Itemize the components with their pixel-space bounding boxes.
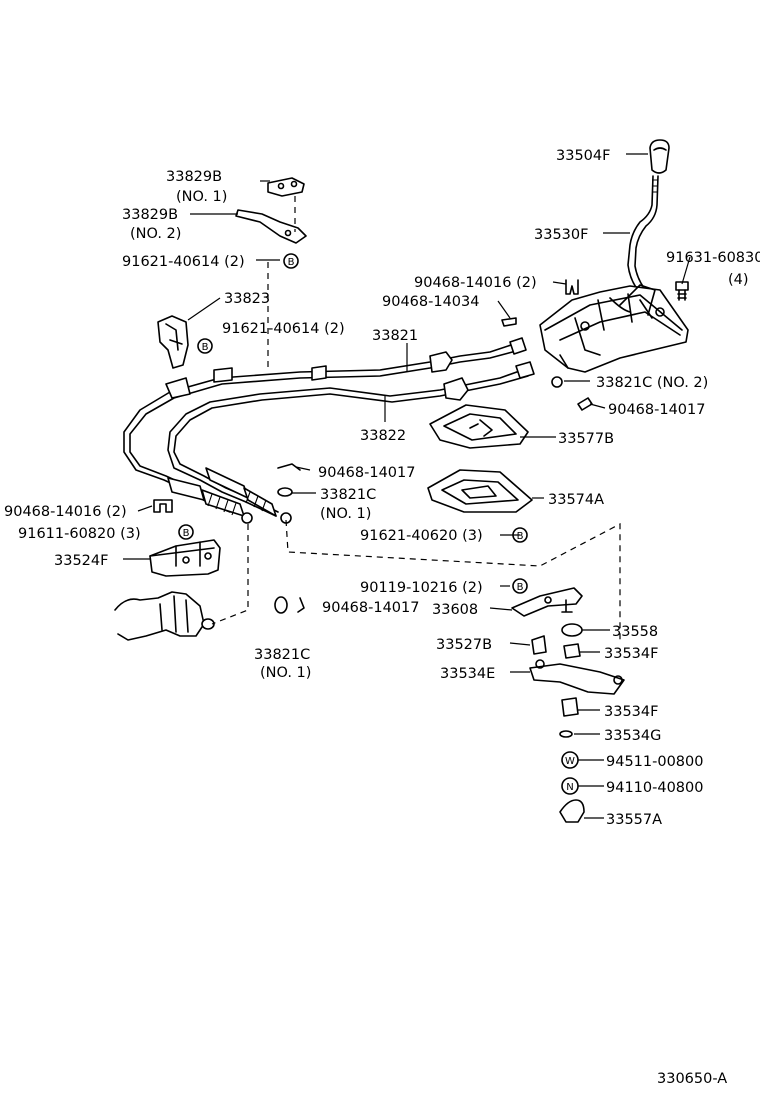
label-washer-no2: 33821C (NO. 2) [596, 375, 708, 391]
svg-text:B: B [202, 342, 209, 353]
label-clip-6: 90468-14017 [322, 600, 420, 616]
svg-text:B: B [517, 582, 524, 593]
label-bushing-2: 33558 [612, 624, 658, 640]
label-shift-knob: 33504F [556, 148, 610, 164]
lever-bolt-drawing [675, 281, 689, 301]
b-symbol-icon: B [283, 253, 299, 269]
label-cable-lower: 33822 [360, 428, 406, 444]
label-clip-4: 90468-14017 [318, 465, 416, 481]
label-bracket-no1: 33829B [166, 169, 222, 185]
label-washer-no1-note: (NO. 1) [320, 506, 371, 522]
label-washer-bottom: 33821C [254, 647, 310, 663]
label-clip-5: 90468-14016 (2) [4, 504, 127, 520]
label-lever-bolt: 91631-60830 [666, 250, 760, 266]
part-labels: 33504F 33530F 91631-60830 (4) 90468-1401… [4, 148, 760, 1087]
label-lever-e: 33534E [440, 666, 495, 682]
svg-text:N: N [566, 782, 573, 793]
label-bushing-4: 33534F [604, 704, 658, 720]
label-washer-g: 33534G [604, 728, 661, 744]
boot-33574a-drawing [427, 469, 533, 513]
bushings-drawing [529, 623, 625, 823]
b-symbol-icon: B [197, 338, 213, 354]
label-boot-upper: 33577B [558, 431, 614, 447]
label-clip-3: 90468-14017 [608, 402, 706, 418]
n-symbol-icon: N [561, 777, 579, 795]
label-washer-w: 94511-00800 [606, 754, 704, 770]
label-washer-bottom-note: (NO. 1) [260, 665, 311, 681]
label-washer-no1: 33821C [320, 487, 376, 503]
lever-33608-drawing [511, 587, 583, 617]
left-clip-drawing [153, 499, 173, 513]
label-cap: 33557A [606, 812, 662, 828]
symbol-circles: B B B B B W N [178, 253, 579, 795]
brackets-33829b-drawing [235, 177, 307, 244]
housing-clips-drawing [501, 279, 579, 327]
svg-text:W: W [565, 756, 575, 767]
label-bolt-b-top: 91621-40614 (2) [122, 254, 245, 270]
transmission-stub-drawing [114, 591, 215, 641]
leader-lines [123, 153, 691, 819]
label-bolt-b-mid: 91621-40614 (2) [222, 321, 345, 337]
label-cable-upper: 33821 [372, 328, 418, 344]
label-bracket-no2-note: (NO. 2) [130, 226, 181, 242]
label-bushing-1: 33527B [436, 637, 492, 653]
label-bracket-no1-note: (NO. 1) [176, 189, 227, 205]
label-shift-lever: 33530F [534, 227, 588, 243]
dashed-leaders [211, 196, 621, 640]
label-clip-2: 90468-14034 [382, 294, 480, 310]
svg-text:B: B [288, 257, 295, 268]
label-retainer: 33823 [224, 291, 270, 307]
shift-knob-drawing [649, 139, 670, 174]
label-bushing-3: 33534F [604, 646, 658, 662]
bracket-33524f-drawing [149, 539, 221, 577]
boot-33577b-drawing [429, 404, 529, 449]
label-lever-bolt-qty: (4) [728, 272, 749, 288]
shift-cables-drawing [123, 337, 535, 524]
svg-text:B: B [183, 528, 190, 539]
b-symbol-icon: B [512, 578, 528, 594]
label-lever-sub: 33608 [432, 602, 478, 618]
label-bolt-b-lever: 90119-10216 (2) [360, 580, 483, 596]
w-symbol-icon: W [561, 751, 579, 769]
small-washers-drawing [274, 376, 593, 614]
retainer-33823-drawing [157, 315, 189, 369]
label-clip-1: 90468-14016 (2) [414, 275, 537, 291]
diagram-code: 330650-A [657, 1071, 727, 1087]
b-symbol-icon: B [512, 527, 528, 543]
label-bracket-no2: 33829B [122, 207, 178, 223]
shift-lever-drawing [627, 175, 659, 291]
label-bolt-b-right: 91621-40620 (3) [360, 528, 483, 544]
label-nut-n: 94110-40800 [606, 780, 704, 796]
svg-text:B: B [517, 531, 524, 542]
label-bolt-b-left: 91611-60820 (3) [18, 526, 141, 542]
label-bracket-left: 33524F [54, 553, 108, 569]
label-boot-lower: 33574A [548, 492, 604, 508]
shift-housing-drawing [539, 284, 689, 373]
b-symbol-icon: B [178, 524, 194, 540]
